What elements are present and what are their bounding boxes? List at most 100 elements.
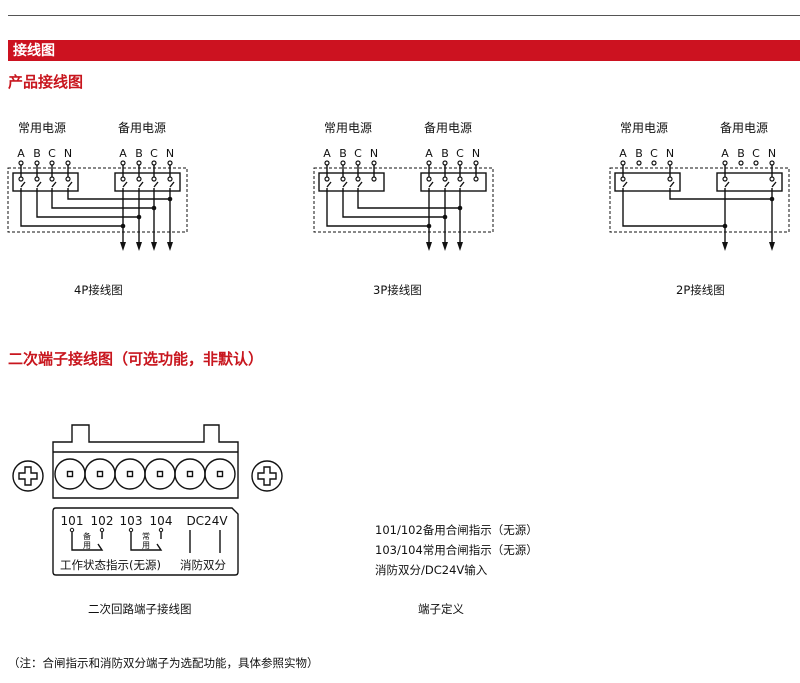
socket-hole-icon — [66, 470, 74, 478]
contact-icon — [65, 176, 71, 182]
definition-line: 消防双分/DC24V输入 — [375, 563, 488, 577]
normal-pole-label-C: C — [354, 147, 362, 160]
terminal-icon — [442, 160, 448, 166]
label-plate — [52, 507, 239, 576]
contact-icon — [49, 176, 55, 182]
junction-dot — [120, 223, 126, 229]
switch-blade — [357, 181, 363, 188]
junction-dot — [442, 214, 448, 220]
arrow-down-icon — [457, 242, 463, 251]
mark-char: 用 — [83, 541, 91, 550]
normal-pole-label-C: C — [650, 147, 658, 160]
backup-source-label: 备用电源 — [118, 121, 166, 135]
contact-icon — [722, 176, 728, 182]
terminal-label: 103 — [120, 514, 143, 528]
status-text: 工作状态指示(无源) — [60, 558, 161, 572]
junction-dot — [426, 223, 432, 229]
arrow-down-icon — [136, 242, 142, 251]
terminal-icon — [34, 160, 40, 166]
terminal-icon — [636, 160, 642, 166]
contact-icon — [457, 176, 463, 182]
caption-3p: 3P接线图 — [373, 283, 422, 297]
definitions-caption: 端子定义 — [418, 602, 464, 616]
contact-icon — [769, 176, 775, 182]
top-divider — [8, 15, 800, 16]
terminal-icon — [651, 160, 657, 166]
normal-pole-label-A: A — [323, 147, 331, 160]
contact-icon — [426, 176, 432, 182]
backup-source-label: 备用电源 — [424, 121, 472, 135]
contact-switch — [130, 532, 163, 551]
terminal-caption: 二次回路端子接线图 — [88, 602, 192, 616]
normal-pole-label-N: N — [370, 147, 378, 160]
normal-source-label: 常用电源 — [620, 121, 668, 135]
junction-dot — [722, 223, 728, 229]
terminal-icon — [69, 527, 75, 533]
screw-head — [12, 460, 44, 492]
terminal-icon — [340, 160, 346, 166]
section-title-product: 产品接线图 — [8, 73, 84, 91]
wire — [669, 188, 772, 200]
backup-pole-label-B: B — [737, 147, 745, 160]
terminal-label: 104 — [150, 514, 173, 528]
junction-dot — [167, 196, 173, 202]
terminal-icon — [99, 527, 105, 533]
normal-switch-box — [12, 172, 79, 192]
terminal-icon — [18, 160, 24, 166]
normal-pole-label-A: A — [17, 147, 25, 160]
backup-pole-label-B: B — [135, 147, 143, 160]
caption-4p: 4P接线图 — [74, 283, 123, 297]
normal-switch-box — [614, 172, 681, 192]
contact-icon — [442, 176, 448, 182]
switch-blade — [428, 181, 434, 188]
screw-icon — [251, 460, 283, 492]
normal-source-label: 常用电源 — [18, 121, 66, 135]
switch-blade — [51, 181, 57, 188]
terminal-icon — [738, 160, 744, 166]
terminal-icon — [324, 160, 330, 166]
normal-pole-label-N: N — [666, 147, 674, 160]
section-title-secondary: 二次端子接线图（可选功能，非默认） — [8, 350, 264, 368]
terminal-icon — [722, 160, 728, 166]
terminal-label: 102 — [91, 514, 114, 528]
switch-blade — [36, 181, 42, 188]
contact-icon — [667, 176, 673, 182]
mark-char: 用 — [142, 541, 150, 550]
switch-blade — [444, 181, 450, 188]
switch-blade — [724, 181, 730, 188]
terminal-icon — [49, 160, 55, 166]
arrow-down-icon — [769, 242, 775, 251]
backup-switch-box — [716, 172, 783, 192]
wire — [36, 188, 139, 218]
contact-icon — [340, 176, 346, 182]
socket-hole-icon — [156, 470, 164, 478]
switch-blade — [771, 181, 777, 188]
socket-hole-icon — [216, 470, 224, 478]
terminal-socket — [114, 458, 146, 490]
terminal-socket — [174, 458, 206, 490]
backup-pole-label-A: A — [425, 147, 433, 160]
normal-pole-label-B: B — [635, 147, 643, 160]
switch-blade — [459, 181, 465, 188]
mark-char: 常 — [142, 532, 150, 541]
switch-blade — [20, 181, 26, 188]
terminal-icon — [769, 160, 775, 166]
wire — [622, 188, 725, 227]
socket-hole-icon — [96, 470, 104, 478]
terminal-label: 101 — [61, 514, 84, 528]
terminal-socket — [84, 458, 116, 490]
cross-icon — [18, 466, 38, 486]
connector-body — [52, 424, 239, 499]
arrow-down-icon — [120, 242, 126, 251]
junction-dot — [769, 196, 775, 202]
switch-blade — [622, 181, 628, 188]
contact-icon — [355, 176, 361, 182]
terminal-icon — [753, 160, 759, 166]
caption-2p: 2P接线图 — [676, 283, 725, 297]
contact-icon — [324, 176, 330, 182]
switch-blade — [169, 181, 175, 188]
